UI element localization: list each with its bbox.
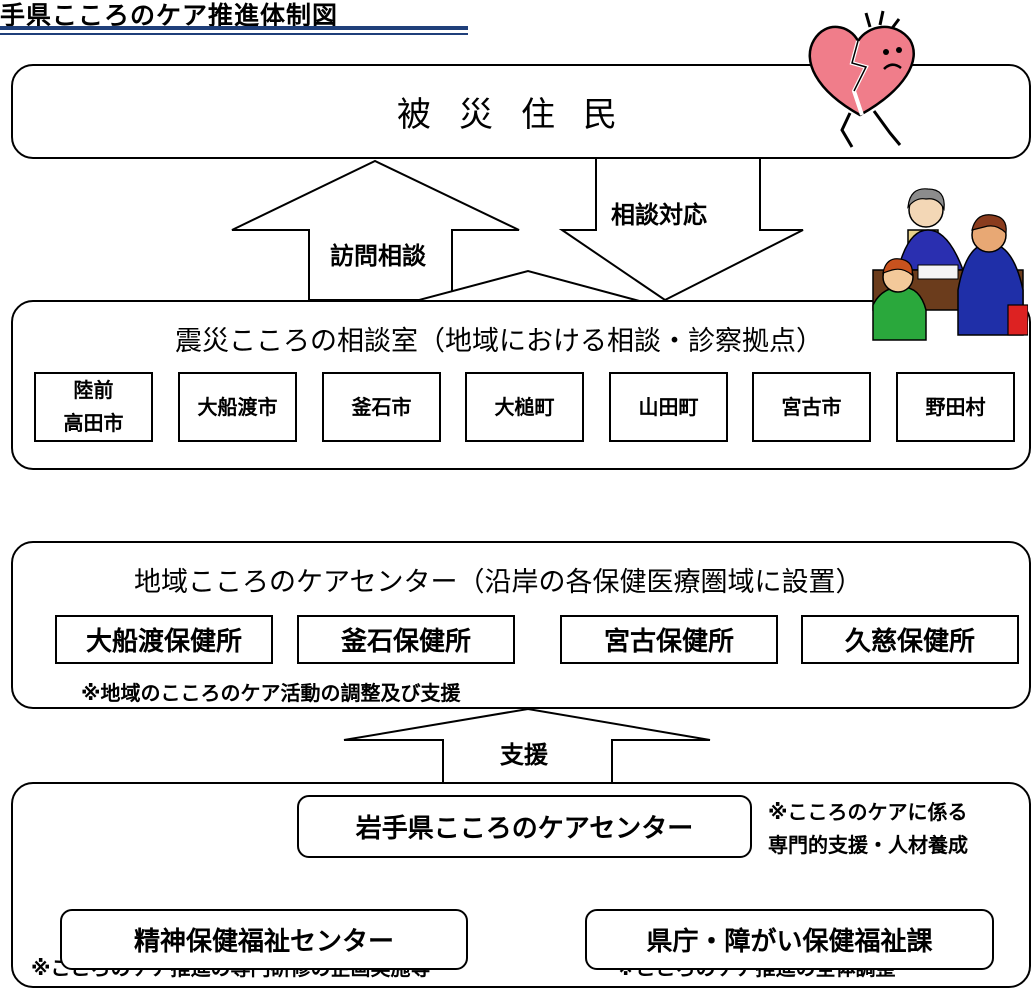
residents-label: 被災住民	[397, 95, 645, 135]
title-rule	[0, 26, 468, 30]
title-rule-thin	[0, 33, 468, 35]
regional-center-title: 地域こころのケアセンター（沿岸の各保健医療圏域に設置）	[134, 567, 863, 598]
broken-heart-icon	[808, 10, 915, 148]
arrow-support-2	[343, 707, 711, 786]
counseling-people-icon	[872, 188, 1028, 341]
site-rikuzentakata: 陸前 高田市	[34, 372, 153, 442]
arrow-visit-label: 訪問相談	[330, 242, 426, 270]
iwate-care-center: 岩手県こころのケアセンター	[297, 795, 752, 858]
site-ofunato: 大船渡市	[178, 372, 297, 442]
site-noda: 野田村	[896, 372, 1015, 442]
site-kamaishi: 釜石市	[322, 372, 441, 442]
office-kuji: 久慈保健所	[801, 615, 1019, 664]
consult-room-title: 震災こころの相談室（地域における相談・診察拠点）	[175, 326, 823, 357]
center-note-1: ※こころのケアに係る	[768, 800, 968, 824]
site-yamada: 山田町	[609, 372, 728, 442]
prefecture-office: 県庁・障がい保健福祉課	[585, 909, 994, 970]
arrow-support-2-label: 支援	[500, 741, 548, 769]
site-otsuchi: 大槌町	[465, 372, 584, 442]
arrow-respond-label: 相談対応	[611, 201, 707, 229]
center-note-2: 専門的支援・人材養成	[768, 833, 968, 857]
office-kamaishi: 釜石保健所	[297, 615, 515, 664]
arrow-respond-down	[558, 157, 804, 302]
arrow-visit-up	[231, 159, 520, 301]
office-miyako: 宮古保健所	[560, 615, 778, 664]
office-ofunato: 大船渡保健所	[55, 615, 273, 664]
site-miyako: 宮古市	[752, 372, 871, 442]
page-title: 手県こころのケア推進体制図	[0, 1, 339, 30]
mental-health-center: 精神保健福祉センター	[60, 909, 468, 970]
regional-center-note: ※地域のこころのケア活動の調整及び支援	[81, 681, 461, 705]
